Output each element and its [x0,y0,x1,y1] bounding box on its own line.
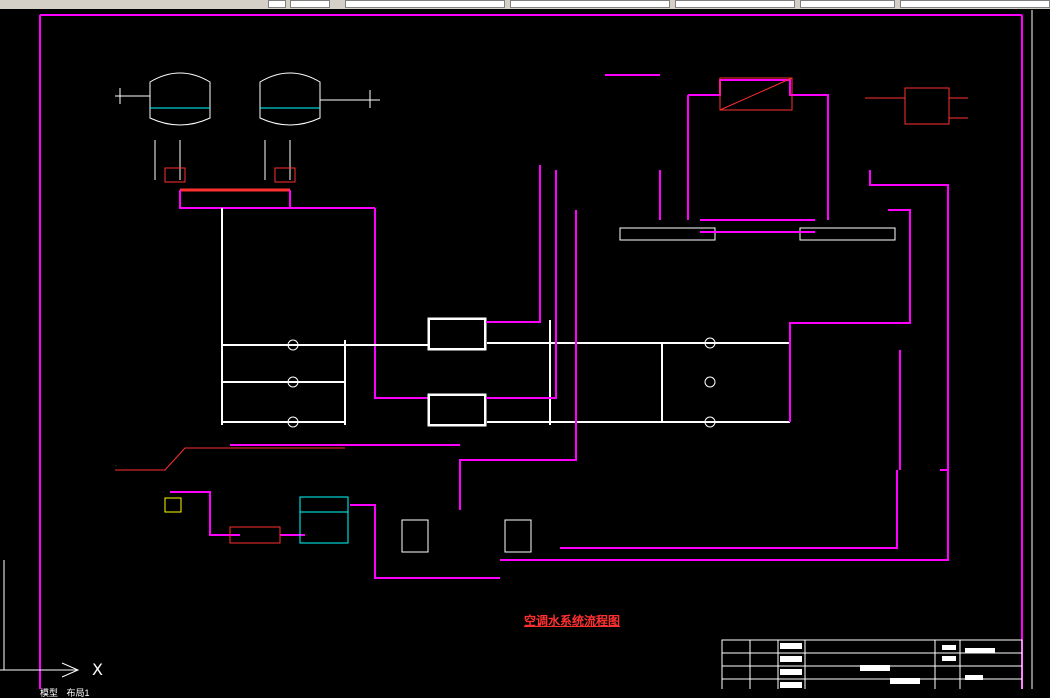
title-block [721,639,1023,689]
toolbar-layer-dropdown[interactable] [290,0,330,8]
pump-rows [222,320,790,425]
ucs-icon [0,560,80,678]
tower-return-pipe [179,190,375,209]
toolbar-linetype-dropdown[interactable] [510,0,670,8]
softener-icon [164,497,182,513]
tab-model[interactable]: 模型 [40,688,59,698]
header-hr [619,227,716,241]
chiller-box [719,77,793,111]
toolbar-plotstyle-dropdown[interactable] [800,0,895,8]
drawing-canvas[interactable]: · [0,9,1050,689]
filter-unit [229,526,281,544]
pumps-right [704,337,716,428]
softened-water-tank [299,496,349,544]
leader-line [115,447,345,471]
title-block-fills [780,643,995,688]
condenser-riser [374,208,428,399]
tab-layout1[interactable]: 布局1 [66,688,90,698]
pumps-left [287,339,299,428]
toolbar-layer-icon[interactable] [268,0,286,8]
cooling-tower-1 [115,72,211,183]
header-hc [799,227,896,241]
ucs-x-label: X [92,660,103,679]
toolbar [0,0,1050,9]
magenta-pipes [170,74,949,579]
model-tabs: 模型 布局1 [40,688,96,698]
buffer-tank-2 [504,519,532,553]
toolbar-lineweight-dropdown[interactable] [675,0,795,8]
buffer-tank-1 [401,519,429,553]
hx-tank [904,87,950,125]
toolbar-extra-dropdown[interactable] [900,0,1050,8]
leader-text: · [115,463,117,469]
drawing-title: 空调水系统流程图 [524,614,621,628]
cooling-tower-2 [259,72,380,183]
toolbar-color-dropdown[interactable] [345,0,505,8]
